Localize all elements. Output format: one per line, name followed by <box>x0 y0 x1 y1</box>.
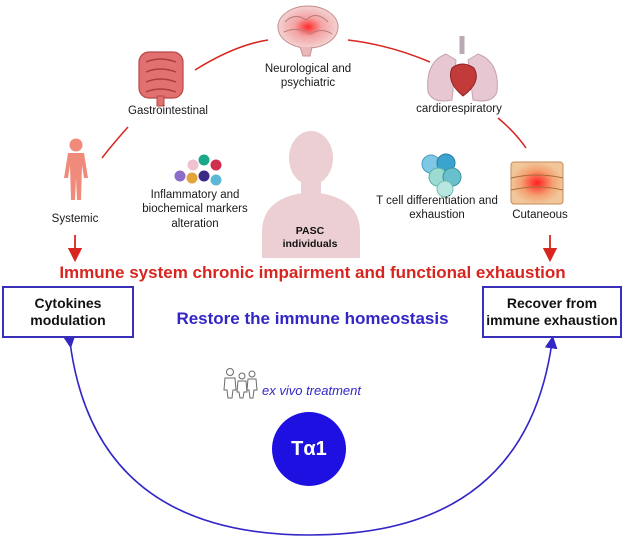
label-cardiorespiratory: cardiorespiratory <box>416 103 502 115</box>
headline-impairment: Immune system chronic impairment and fun… <box>59 263 566 282</box>
human-body-icon <box>64 138 88 200</box>
brain-icon <box>277 5 339 57</box>
people-icon <box>223 368 258 399</box>
label-neurological: Neurological and psychiatric <box>264 63 352 90</box>
label-pasc: PASC individuals <box>282 225 338 250</box>
headline-restore: Restore the immune homeostasis <box>176 309 449 328</box>
ta1-badge: Tα1 <box>272 412 346 486</box>
label-markers: Inflammatory and biochemical markers alt… <box>142 189 248 230</box>
label-gastrointestinal: Gastrointestinal <box>128 105 208 117</box>
marker-dots-icon <box>174 154 222 186</box>
box-cytokines: Cytokines modulation <box>2 286 134 338</box>
arc-brain-lungs <box>347 39 431 63</box>
label-ex-vivo: ex vivo treatment <box>262 383 361 398</box>
arc-cardio-skin <box>497 117 527 149</box>
label-tcell: T cell differentiation and exhaustion <box>376 195 498 222</box>
label-systemic: Systemic <box>51 213 99 225</box>
t-cell-cluster-icon <box>421 153 462 198</box>
skin-icon <box>510 161 564 205</box>
pasc-silhouette <box>262 131 360 258</box>
blue-return-arc <box>62 334 558 536</box>
lungs-heart-icon <box>427 36 498 102</box>
box-recover: Recover from immune exhaustion <box>482 286 622 338</box>
label-cutaneous: Cutaneous <box>512 209 568 221</box>
arc-gi-brain <box>194 39 269 71</box>
arc-gi-systemic <box>101 126 129 159</box>
intestine-icon <box>138 51 184 107</box>
